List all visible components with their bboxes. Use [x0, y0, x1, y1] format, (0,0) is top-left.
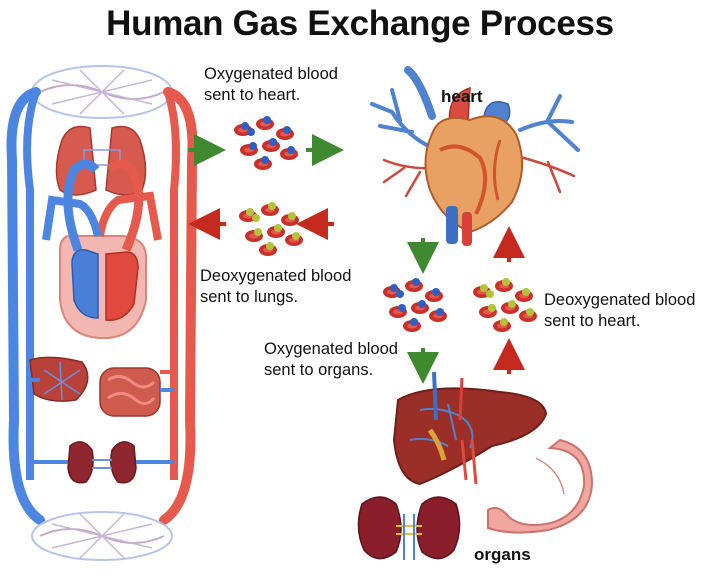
- label-deoxygenated-to-heart: Deoxygenated blood sent to heart.: [544, 290, 695, 332]
- kidneys-icon: [357, 496, 461, 560]
- label-line: Oxygenated blood: [204, 65, 338, 83]
- liver-icon: [392, 371, 548, 486]
- label-line: sent to organs.: [264, 361, 374, 379]
- label-line: Deoxygenated blood: [200, 267, 352, 285]
- label-line: sent to heart.: [544, 312, 641, 330]
- label-line: Deoxygenated blood: [544, 291, 696, 309]
- arrow-icon: [188, 134, 525, 384]
- label-line: Oxygenated blood: [264, 340, 398, 358]
- heart-icon: [370, 66, 580, 246]
- stomach-icon: [487, 438, 594, 534]
- label-deoxygenated-to-lungs: Deoxygenated blood sent to lungs.: [200, 266, 351, 308]
- label-organs: organs: [474, 545, 531, 564]
- blood-cells-icon: [234, 116, 537, 332]
- circulatory-system-icon: [6, 65, 198, 561]
- label-oxygenated-to-organs: Oxygenated blood sent to organs.: [264, 339, 398, 381]
- label-line: sent to heart.: [204, 86, 301, 104]
- label-oxygenated-to-heart: Oxygenated blood sent to heart.: [204, 64, 338, 106]
- label-heart: heart: [441, 87, 483, 106]
- label-line: sent to lungs.: [200, 288, 299, 306]
- diagram-title: Human Gas Exchange Process: [106, 4, 614, 43]
